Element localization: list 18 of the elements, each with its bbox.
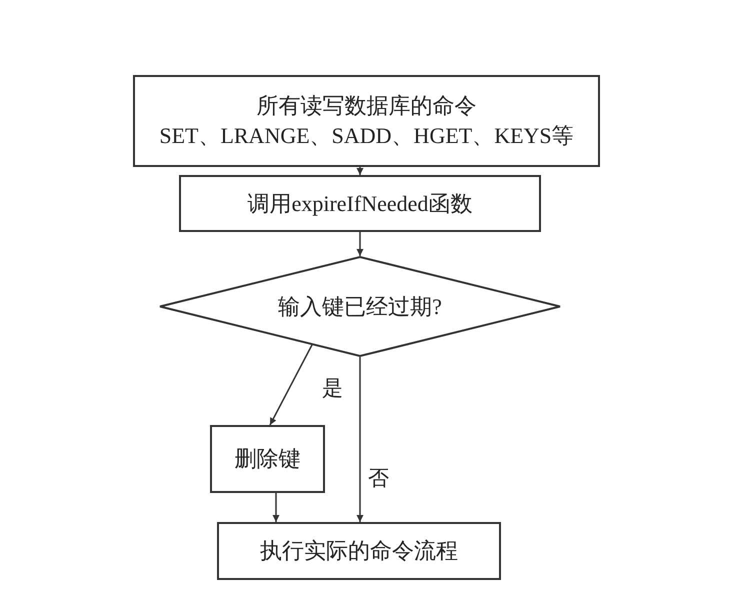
arrow: [356, 357, 364, 522]
process-box: [179, 175, 541, 232]
box-text: 所有读写数据库的命令: [256, 92, 476, 120]
process-box: [210, 425, 325, 493]
decision-diamond: [160, 256, 560, 357]
edge-label: 否: [366, 466, 391, 490]
arrow: [269, 344, 313, 426]
box-text: 删除键: [234, 445, 300, 473]
process-box: [217, 522, 501, 580]
arrow: [356, 232, 364, 256]
arrow: [356, 167, 364, 175]
decision-text: 输入键已经过期?: [278, 292, 442, 320]
box-text: SET、LRANGE、SADD、HGET、KEYS等: [159, 122, 574, 150]
edge-label: 是: [320, 376, 345, 400]
arrow: [272, 493, 280, 522]
box-text: 调用expireIfNeeded函数: [248, 190, 472, 218]
process-box: [133, 75, 600, 167]
box-text: 执行实际的命令流程: [260, 537, 458, 565]
